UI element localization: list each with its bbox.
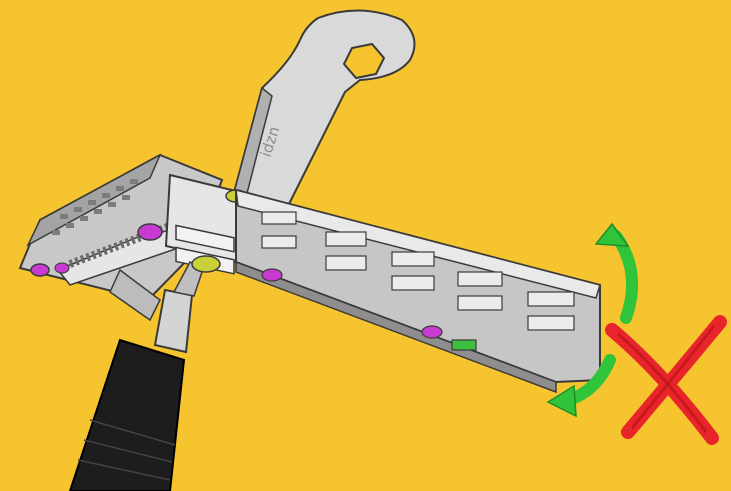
magenta-bolt [30, 263, 50, 277]
green-clip [451, 339, 477, 351]
right-rack [235, 188, 601, 394]
screwdriver [68, 255, 221, 491]
red-cross-icon [605, 315, 727, 445]
magenta-bolt [261, 268, 283, 282]
magenta-bolt [137, 223, 163, 241]
rotate-arrows-icon [546, 222, 639, 418]
hex-wrench-icon: idzn [230, 9, 416, 220]
magenta-bolt [54, 262, 70, 274]
magenta-bolt [421, 325, 443, 339]
